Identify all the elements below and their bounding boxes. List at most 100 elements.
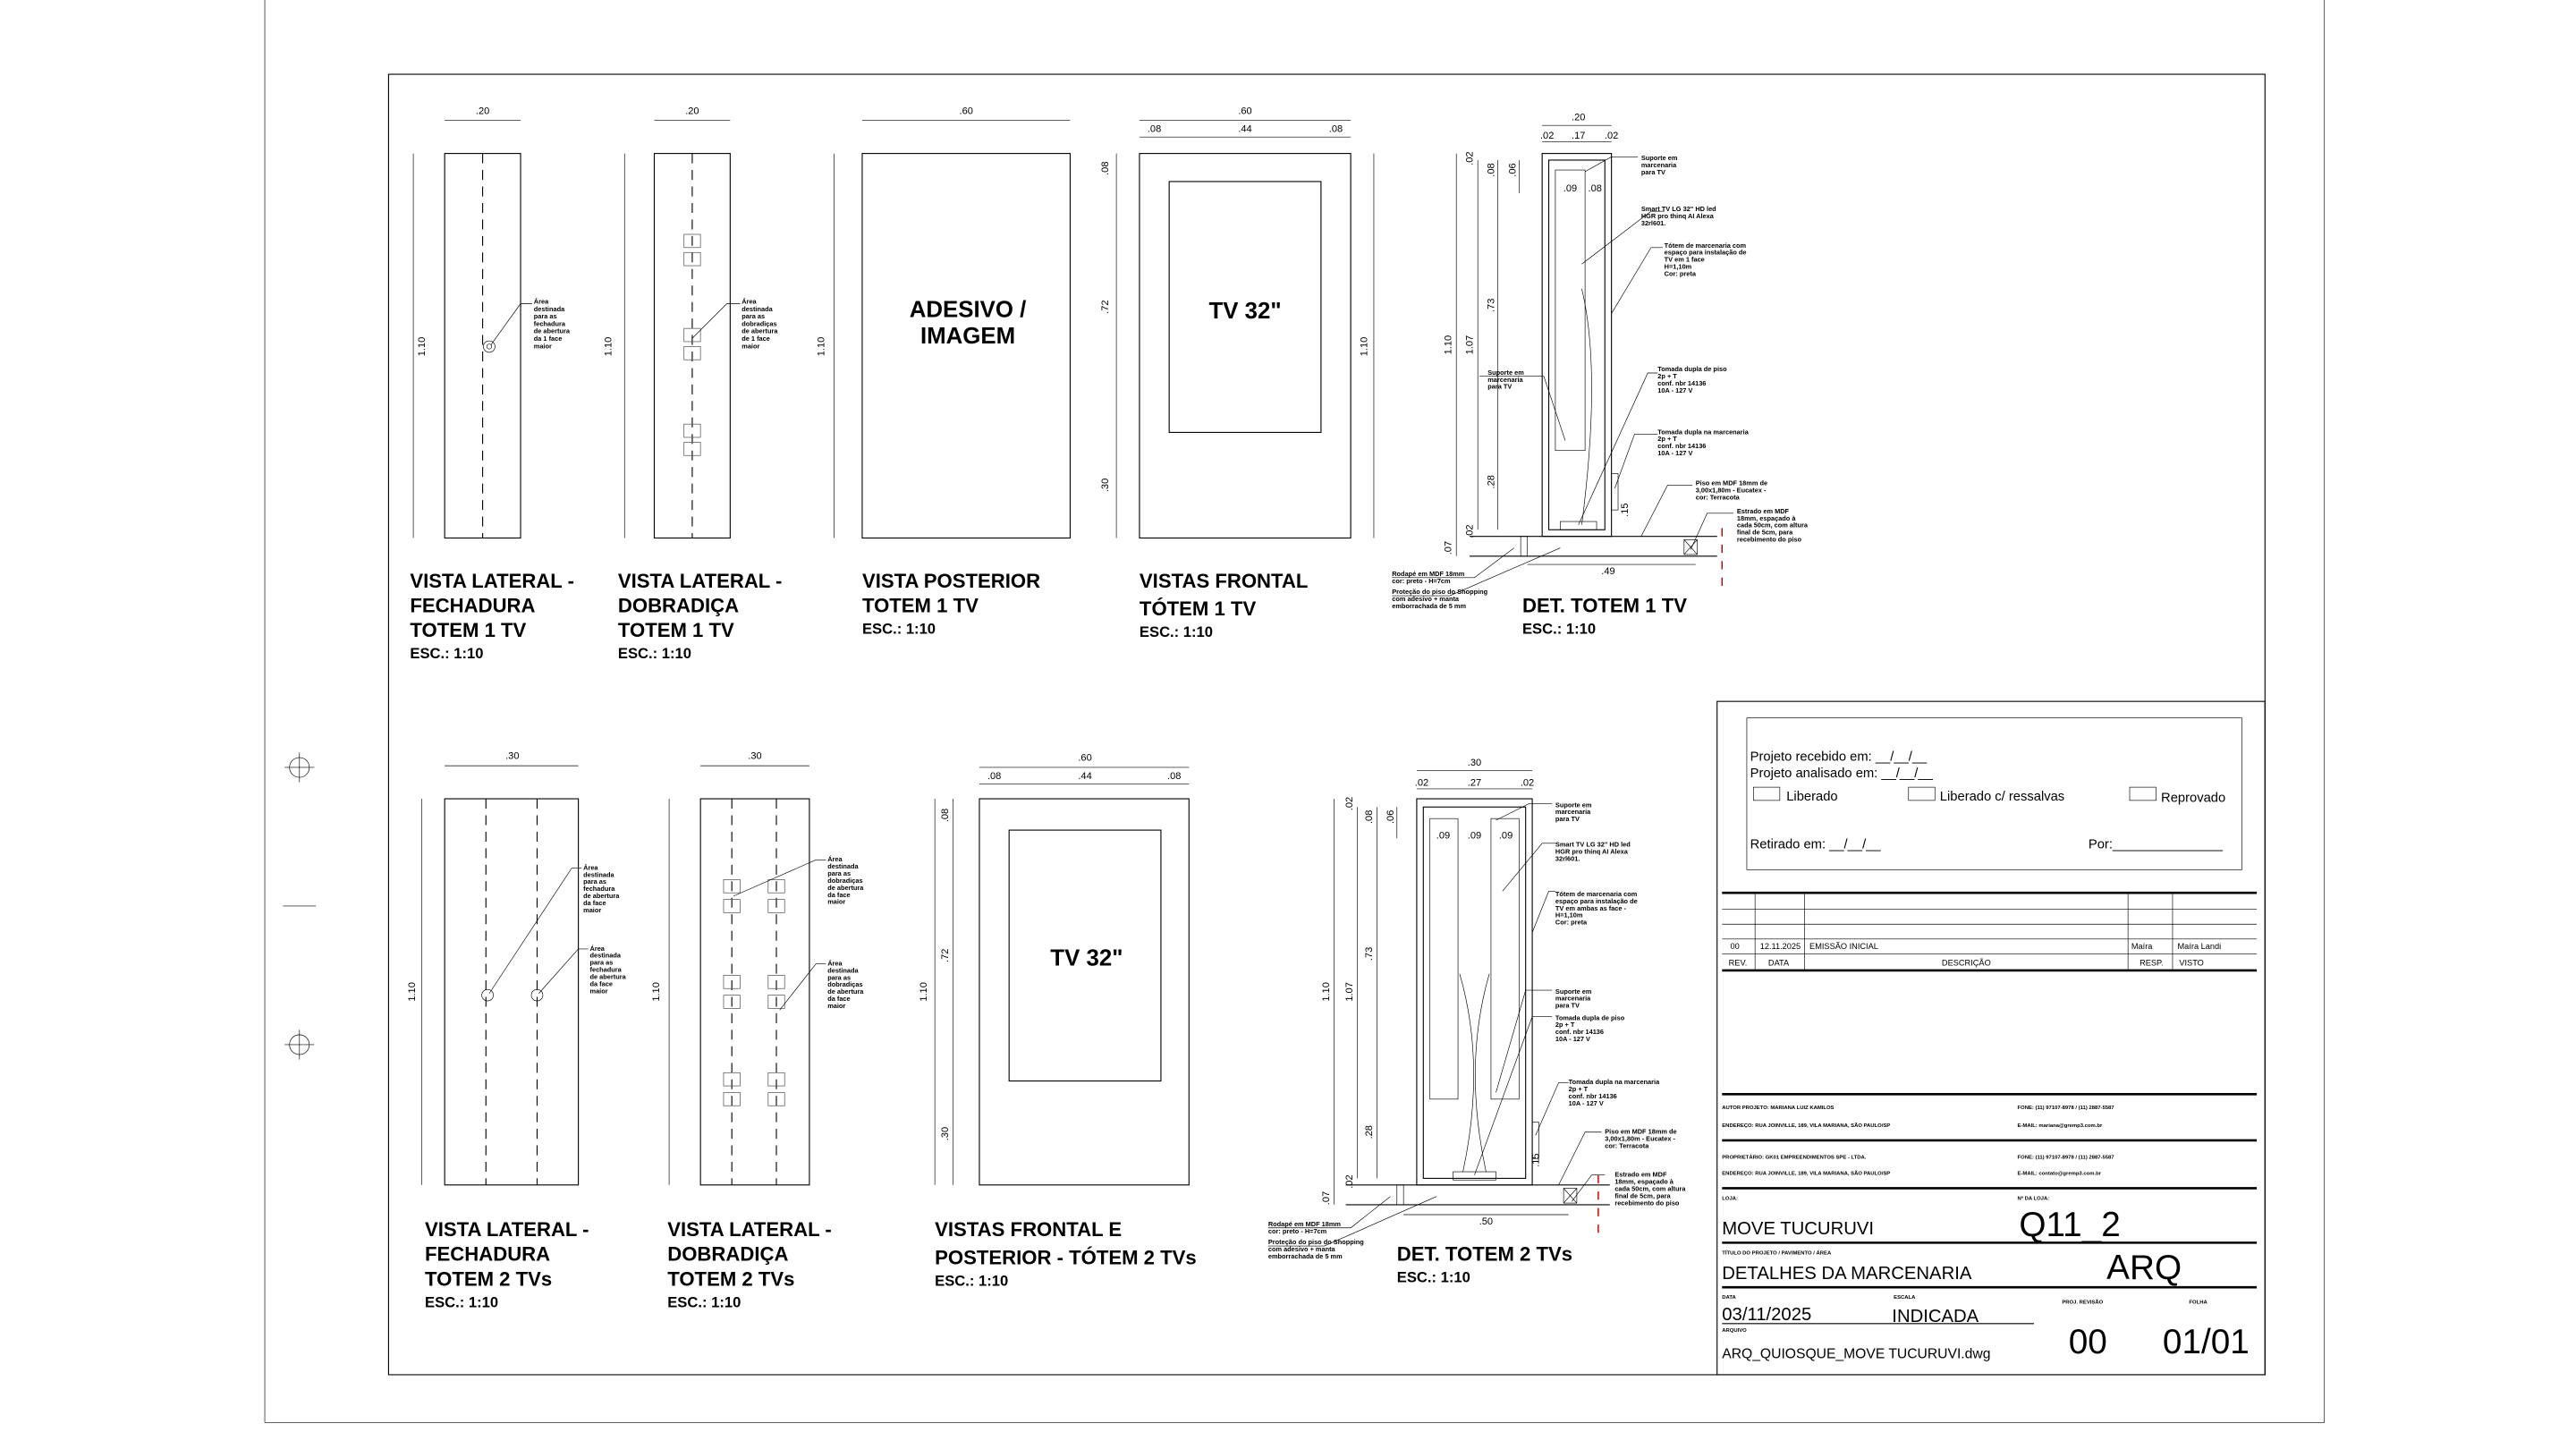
- text-line: da face: [827, 995, 850, 1003]
- dim-part: .08: [1588, 183, 1601, 194]
- dim-part: .30: [940, 1127, 951, 1140]
- approval-box: Projeto recebido em: __/__/__ Projeto an…: [1746, 717, 2242, 870]
- dim-part: .09: [1563, 183, 1577, 194]
- view-scale: ESC.: 1:10: [862, 621, 936, 638]
- dim-part: .17: [1572, 131, 1585, 141]
- dim-width: .60: [1078, 753, 1091, 764]
- text-line: para as: [583, 877, 606, 886]
- store-name: MOVE TUCURUVI: [1722, 1219, 1874, 1239]
- text-line: H=1,10m: [1555, 911, 1583, 919]
- text-line: cor: preto - H=7cm: [1392, 577, 1451, 585]
- text-line: final de 5cm, para: [1614, 1191, 1671, 1199]
- lock-icon: [481, 988, 494, 1002]
- dim-part: .44: [1238, 124, 1251, 135]
- text-line: VISTA LATERAL -: [410, 570, 574, 592]
- text-line: Tomada dupla na marcenaria: [1569, 1078, 1660, 1086]
- dim-part: .09: [1436, 830, 1450, 841]
- text-line: Área: [827, 855, 843, 863]
- text-line: para TV: [1641, 168, 1665, 176]
- option-label: Liberado c/ ressalvas: [1940, 790, 2064, 804]
- text-line: Piso em MDF 18mm de: [1696, 479, 1767, 487]
- analyzed-date: Projeto analisado em: __/__/__: [1750, 767, 1934, 781]
- received-date: Projeto recebido em: __/__/__: [1750, 750, 1928, 765]
- text-line: dobradiças: [741, 319, 776, 327]
- text-line: para as: [534, 312, 557, 320]
- store-number: Q11_2: [2019, 1206, 2120, 1244]
- text-line: Tótem de marcenaria com: [1555, 890, 1638, 898]
- dim-width: .20: [1572, 113, 1585, 123]
- text-line: DOBRADIÇA: [667, 1243, 788, 1266]
- dim-v: .06: [1385, 810, 1396, 824]
- text-line: recebimento do piso: [1614, 1199, 1680, 1207]
- owner: PROPRIETÁRIO: GK01 EMPREENDIMENTOS SPE -…: [1722, 1154, 1867, 1160]
- text-line: da face: [827, 891, 850, 899]
- dim-part: .08: [1329, 124, 1343, 135]
- text-line: para as: [741, 312, 765, 320]
- text-line: espaço para instalação de: [1555, 897, 1638, 905]
- sheet-frame: [264, 0, 2326, 1423]
- text-line: conf. nbr 14136: [1555, 1028, 1604, 1036]
- socket-icon: [1611, 473, 1619, 511]
- text-line: 10A - 127 V: [1569, 1099, 1604, 1107]
- text-line: ADESIVO /: [910, 297, 1027, 322]
- text-line: Suporte em: [1641, 154, 1678, 162]
- text-line: destinada: [827, 966, 859, 974]
- detail-totem-2tv: .30 .02 .27 .02 .09 .09 .09 1.10 1.07 .7…: [1267, 758, 1686, 1286]
- text-line: com adesivo + manta: [1392, 595, 1460, 603]
- view-title: DET. TOTEM 1 TV: [1522, 595, 1687, 617]
- dim-v: .73: [1487, 299, 1497, 312]
- view-scale: ESC.: 1:10: [935, 1272, 1008, 1289]
- checkbox-liberado[interactable]: [1752, 786, 1781, 801]
- text-line: de abertura: [583, 892, 620, 900]
- text-line: para TV: [1487, 383, 1512, 391]
- text-line: VISTAS FRONTAL E: [935, 1218, 1122, 1241]
- view-scale: ESC.: 1:10: [1522, 621, 1596, 638]
- author-phone: FONE: (11) 97107-8978 / (11) 2887-5587: [2018, 1106, 2115, 1111]
- text-line: destinada: [741, 305, 773, 313]
- dim-part: .44: [1078, 771, 1091, 782]
- dim-v: 1.10: [1444, 335, 1454, 355]
- dim-height: 1.10: [417, 337, 428, 357]
- checkbox-reprovado[interactable]: [2129, 786, 2157, 801]
- text-line: Área: [741, 297, 757, 305]
- dim-v: .08: [1487, 163, 1497, 176]
- text-line: para as: [827, 869, 851, 877]
- rev-number: 00: [1730, 942, 1739, 951]
- text-line: Smart TV LG 32" HD led: [1555, 841, 1631, 849]
- text-line: de abertura: [590, 973, 627, 981]
- text-line: fechadura: [583, 885, 615, 893]
- text-line: TÓTEM 1 TV: [1140, 597, 1257, 620]
- text-line: 18mm, espaçado à: [1737, 514, 1796, 522]
- sheet-label: FOLHA: [2189, 1301, 2207, 1306]
- text-line: 10A - 127 V: [1657, 449, 1692, 457]
- dim-v: 1.07: [1465, 335, 1476, 355]
- text-line: destinada: [534, 305, 565, 313]
- text-line: Área: [534, 297, 549, 305]
- text-line: cor: Terracota: [1696, 493, 1741, 501]
- text-line: TOTEM 2 TVs: [425, 1267, 552, 1290]
- text-line: Proteção do piso do Shopping: [1268, 1238, 1364, 1246]
- socket-icon: [1531, 1122, 1539, 1159]
- tv-profile: [1555, 169, 1586, 452]
- project-title-label: TÍTULO DO PROJETO / PAVIMENTO / ÁREA: [1722, 1249, 1832, 1256]
- text-line: dobradiças: [827, 980, 862, 988]
- checkbox-liberado-ressalvas[interactable]: [1908, 786, 1936, 801]
- dim-v: .07: [1444, 541, 1454, 555]
- dim-part: .08: [940, 809, 951, 822]
- text-line: espaço para instalação de: [1665, 249, 1747, 257]
- text-line: para TV: [1555, 815, 1580, 823]
- dim-v: .06: [1508, 163, 1519, 176]
- text-line: 18mm, espaçado à: [1614, 1177, 1674, 1185]
- dim-part: .08: [1167, 771, 1181, 782]
- text-line: Smart TV LG 32" HD led: [1641, 205, 1716, 213]
- text-line: cor: preto - H=7cm: [1268, 1227, 1327, 1235]
- text-line: VISTA LATERAL -: [425, 1218, 589, 1241]
- text-line: 32rl601.: [1555, 854, 1580, 862]
